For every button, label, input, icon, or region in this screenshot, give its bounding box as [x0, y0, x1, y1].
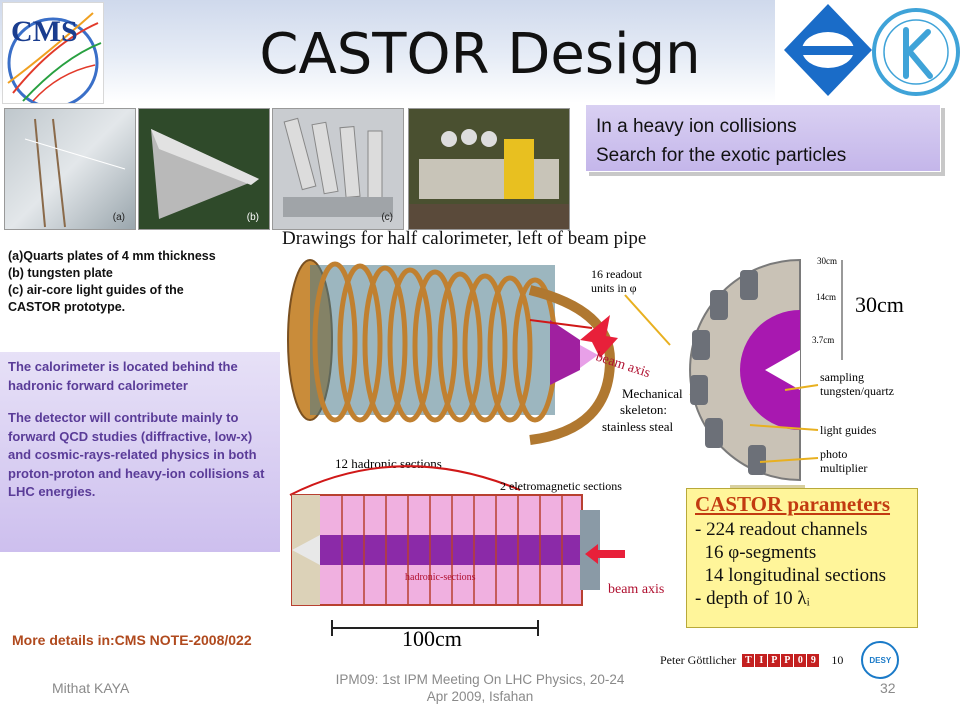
label-sampling-1: sampling: [820, 370, 864, 384]
calorimeter-3d-drawing: [287, 259, 616, 445]
label-30cm-small: 30cm: [817, 256, 837, 266]
caption-line-3: (c) air-core light guides of the: [8, 283, 184, 297]
tipp-logo: T I P P 0 9: [742, 653, 820, 667]
credit-name: Peter Göttlicher: [660, 652, 737, 667]
info-paragraph-physics: The detector will contribute mainly to f…: [8, 410, 265, 499]
caption-line-4: CASTOR prototype.: [8, 300, 126, 314]
tipp-letter: P: [781, 653, 794, 667]
label-skeleton-3: stainless steal: [602, 419, 674, 434]
params-line-1: - 224 readout channels: [695, 519, 868, 540]
footer-page-number: 32: [880, 680, 896, 696]
label-hadronic-sections-inner: hadronic-sections: [405, 572, 476, 583]
credit-number: 10: [831, 652, 844, 667]
cms-logo: CMS: [2, 2, 104, 104]
castor-parameters-box: CASTOR parameters - 224 readout channels…: [686, 488, 918, 628]
footer-author: Mithat KAYA: [52, 680, 130, 696]
params-line-4: - depth of 10 λᵢ: [695, 588, 810, 609]
photo-light-guides: (c): [272, 108, 404, 230]
label-skeleton-2: skeleton:: [620, 402, 667, 417]
label-100cm: 100cm: [402, 626, 462, 650]
label-photo-multiplier-1: photo: [820, 447, 847, 461]
callout-box: In a heavy ion collisions Search for the…: [585, 104, 941, 172]
slide-title: CASTOR Design: [259, 22, 701, 87]
info-box: The calorimeter is located behind the ha…: [0, 352, 280, 552]
photo-tag-a: (a): [112, 212, 125, 223]
label-30cm-big: 30cm: [855, 292, 904, 317]
tipp-letter: 9: [807, 653, 820, 667]
image-credit: Peter Göttlicher T I P P 0 9 10 DESY: [660, 641, 900, 679]
tipp-letter: T: [742, 653, 755, 667]
info-paragraph-location: The calorimeter is located behind the ha…: [8, 359, 238, 393]
tipp-letter: 0: [794, 653, 807, 667]
cms-logo-text: CMS: [11, 15, 78, 48]
label-light-guides: light guides: [820, 423, 877, 437]
label-hadronic-sections: 12 hadronic sections: [335, 456, 442, 471]
caption-line-2: (b) tungsten plate: [8, 266, 113, 280]
callout-line-1: In a heavy ion collisions: [596, 116, 797, 137]
photo-quartz-plates: (a): [4, 108, 136, 230]
footer-event: IPM09: 1st IPM Meeting On LHC Physics, 2…: [335, 672, 625, 704]
photo-tungsten-plate: (b): [138, 108, 270, 230]
tipp-letter: I: [755, 653, 768, 667]
desy-logo: DESY: [861, 641, 900, 679]
header-band: [0, 0, 775, 103]
more-details-note: More details in:CMS NOTE-2008/022: [12, 632, 252, 648]
desy-logo-text: DESY: [869, 655, 892, 665]
label-skeleton-1: Mechanical: [622, 386, 683, 401]
drawings-title: Drawings for half calorimeter, left of b…: [282, 228, 647, 249]
photo-tag-c: (c): [381, 212, 393, 223]
longitudinal-section-drawing: [291, 494, 600, 606]
label-14cm: 14cm: [816, 292, 836, 302]
label-readout-units-1: 16 readout: [591, 267, 643, 281]
params-title: CASTOR parameters: [695, 492, 891, 516]
params-line-2: 16 φ-segments: [695, 542, 817, 563]
institution-logos: [776, 0, 960, 103]
label-sampling-2: tungsten/quartz: [820, 384, 894, 398]
label-beam-axis-lower: beam axis: [608, 582, 664, 597]
label-photo-multiplier-2: multiplier: [820, 461, 867, 475]
caption-line-1: (a)Quarts plates of 4 mm thickness: [8, 249, 216, 263]
callout-line-2: Search for the exotic particles: [596, 145, 847, 166]
label-3-7cm: 3.7cm: [812, 335, 834, 345]
photo-caption: (a)Quarts plates of 4 mm thickness (b) t…: [8, 248, 280, 316]
label-em-sections: 2 eletromagnetic sections: [500, 479, 622, 493]
photo-tag-b: (b): [246, 212, 259, 223]
photo-prototype-assembly: [408, 108, 570, 230]
params-line-3: 14 longitudinal sections: [695, 565, 887, 586]
label-readout-units-2: units in φ: [591, 281, 637, 295]
calorimeter-diagram: 16 readout units in φ beam axis Mechanic…: [287, 256, 904, 650]
label-beam-axis-upper: beam axis: [594, 350, 652, 382]
tipp-letter: P: [768, 653, 781, 667]
